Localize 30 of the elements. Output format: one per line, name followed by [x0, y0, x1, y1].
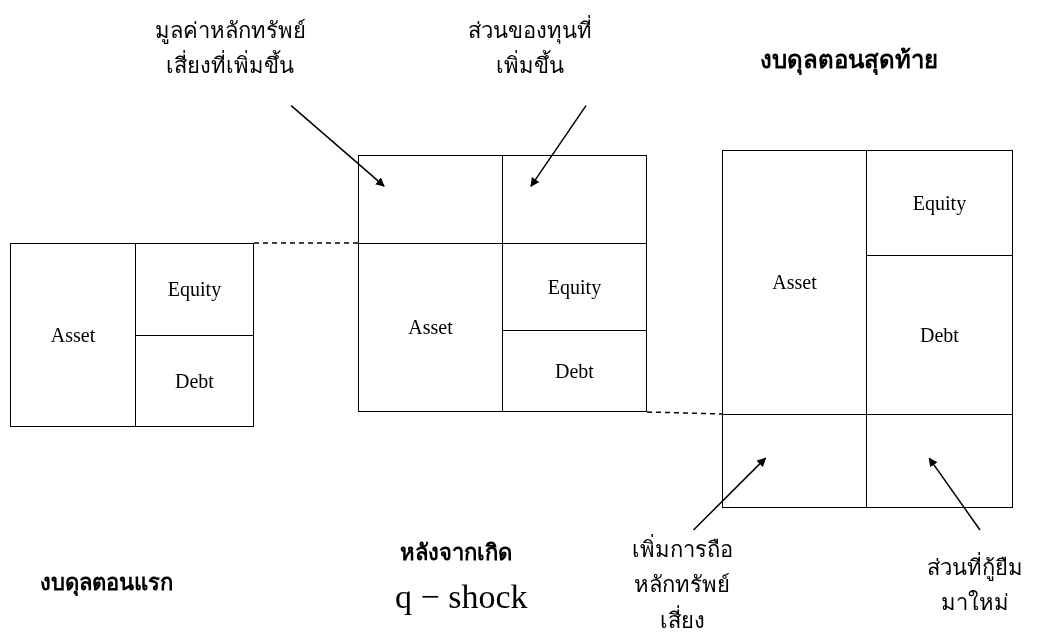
leader-arrow — [530, 104, 587, 187]
cell-label: Equity — [167, 278, 222, 301]
dashed-connector — [253, 242, 359, 244]
sheet-title: หลังจากเกิด — [400, 539, 512, 567]
balance-sheet-cell — [866, 150, 1013, 256]
callout-text: มูลค่าหลักทรัพย์เสี่ยงที่เพิ่มขึ้น — [140, 8, 320, 88]
cell-label: Debt — [920, 323, 959, 347]
cell-label: Asset — [408, 316, 453, 339]
cell-label: Equity — [547, 275, 602, 299]
leader-arrow — [928, 457, 981, 531]
dashed-connector — [646, 411, 723, 415]
cell-label: Debt — [555, 359, 594, 383]
leader-arrow — [692, 457, 767, 531]
cell-label: Debt — [175, 369, 214, 393]
sheet-title: งบดุลตอนสุดท้าย — [760, 46, 938, 77]
balance-sheet-cell — [135, 243, 254, 336]
balance-sheet-cell — [722, 150, 867, 415]
balance-sheet-cell — [135, 335, 254, 427]
callout-text: ส่วนของทุนที่เพิ่มขึ้น — [460, 8, 600, 88]
balance-sheet-cell — [10, 243, 136, 427]
shock-label: q − shock — [395, 578, 528, 616]
cell-label: Asset — [772, 271, 817, 294]
sheet-title: งบดุลตอนแรก — [40, 569, 173, 598]
balance-sheet-cell — [358, 243, 503, 412]
cell-label: Asset — [50, 323, 96, 347]
leader-arrow — [290, 104, 385, 187]
callout-text: ส่วนที่กู้ยืมมาใหม่ — [925, 530, 1025, 640]
callout-text: เพิ่มการถือหลักทรัพย์เสี่ยง — [618, 530, 746, 640]
cell-label: Equity — [912, 191, 967, 215]
balance-sheet-cell — [502, 330, 647, 412]
